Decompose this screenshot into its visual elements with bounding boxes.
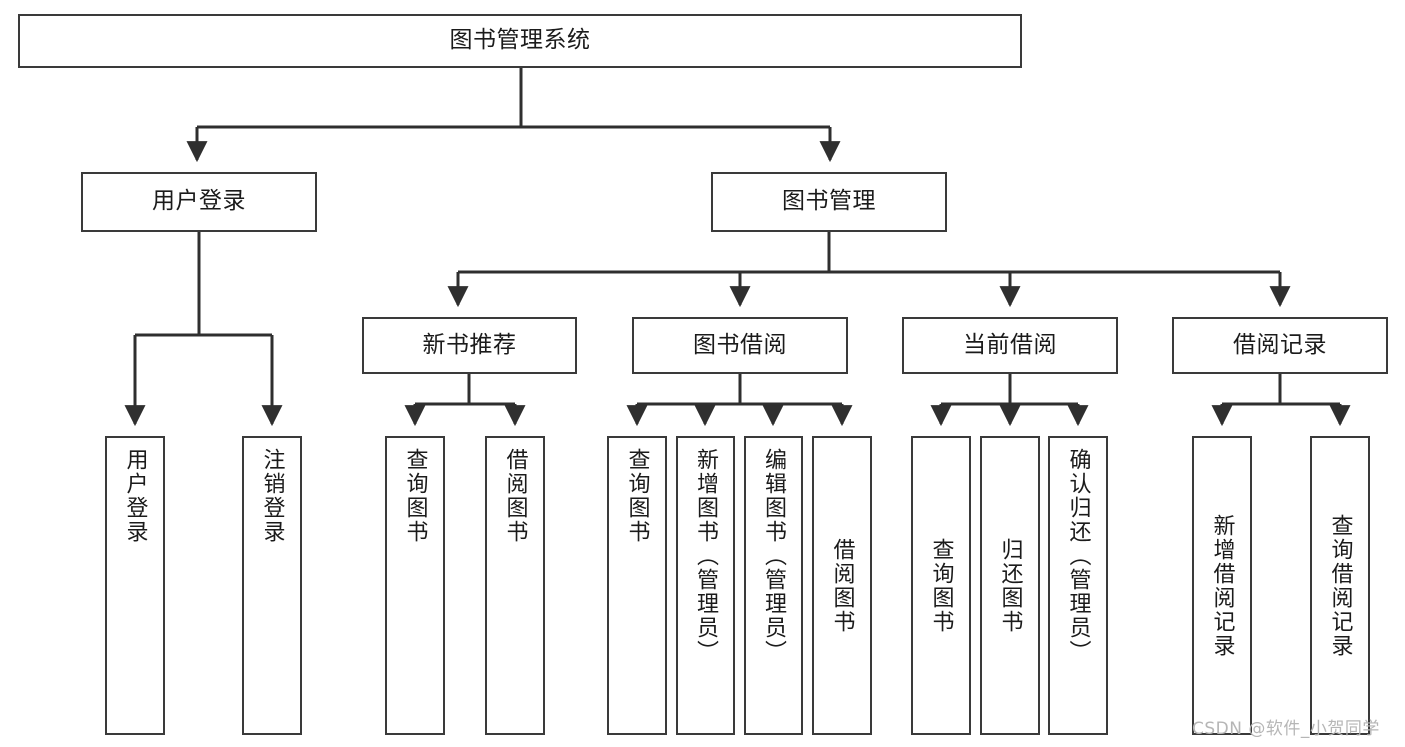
node-label: 查询图书: [624, 448, 650, 544]
node-label: 查询图书: [928, 537, 954, 634]
node-root-system[interactable]: 图书管理系统: [18, 14, 1022, 68]
node-label: 编辑图书（管理员）: [761, 448, 787, 664]
leaf-user-login[interactable]: 用户登录: [105, 436, 165, 735]
leaf-logout-login[interactable]: 注销登录: [242, 436, 302, 735]
node-borrow-record[interactable]: 借阅记录: [1172, 317, 1388, 374]
node-label: 确认归还（管理员）: [1065, 448, 1091, 664]
node-label: 借阅图书: [502, 448, 528, 544]
node-current-borrow[interactable]: 当前借阅: [902, 317, 1118, 374]
leaf-return-book[interactable]: 归还图书: [980, 436, 1040, 735]
node-label: 图书管理系统: [449, 27, 591, 54]
leaf-query-book-recommend[interactable]: 查询图书: [385, 436, 445, 735]
leaf-query-book-borrow[interactable]: 查询图书: [607, 436, 667, 735]
node-label: 新书推荐: [422, 331, 517, 358]
leaf-edit-book[interactable]: 编辑图书（管理员）: [744, 436, 803, 735]
leaf-borrow-book-borrow[interactable]: 借阅图书: [812, 436, 872, 735]
node-new-book-recommend[interactable]: 新书推荐: [362, 317, 577, 374]
node-user-login[interactable]: 用户登录: [81, 172, 317, 232]
node-label: 借阅记录: [1233, 331, 1327, 358]
node-label: 用户登录: [122, 448, 148, 544]
node-label: 借阅图书: [829, 537, 855, 634]
node-label: 用户登录: [152, 188, 246, 215]
leaf-query-book-current[interactable]: 查询图书: [911, 436, 971, 735]
node-label: 图书借阅: [693, 331, 787, 358]
node-label: 注销登录: [259, 448, 285, 544]
leaf-confirm-return[interactable]: 确认归还（管理员）: [1048, 436, 1108, 735]
node-label: 图书管理: [782, 188, 876, 215]
node-label: 归还图书: [997, 537, 1023, 634]
leaf-borrow-book-recommend[interactable]: 借阅图书: [485, 436, 545, 735]
node-label: 查询借阅记录: [1327, 513, 1353, 658]
node-book-management[interactable]: 图书管理: [711, 172, 947, 232]
leaf-add-borrow-record[interactable]: 新增借阅记录: [1192, 436, 1252, 735]
csdn-watermark: CSDN @软件_小贺同学: [1192, 719, 1380, 739]
node-book-borrow[interactable]: 图书借阅: [632, 317, 848, 374]
node-label: 新增图书（管理员）: [693, 448, 719, 664]
node-label: 新增借阅记录: [1209, 513, 1235, 658]
leaf-query-borrow-record[interactable]: 查询借阅记录: [1310, 436, 1370, 735]
node-label: 查询图书: [402, 448, 428, 544]
leaf-add-book[interactable]: 新增图书（管理员）: [676, 436, 735, 735]
node-label: 当前借阅: [963, 331, 1057, 358]
